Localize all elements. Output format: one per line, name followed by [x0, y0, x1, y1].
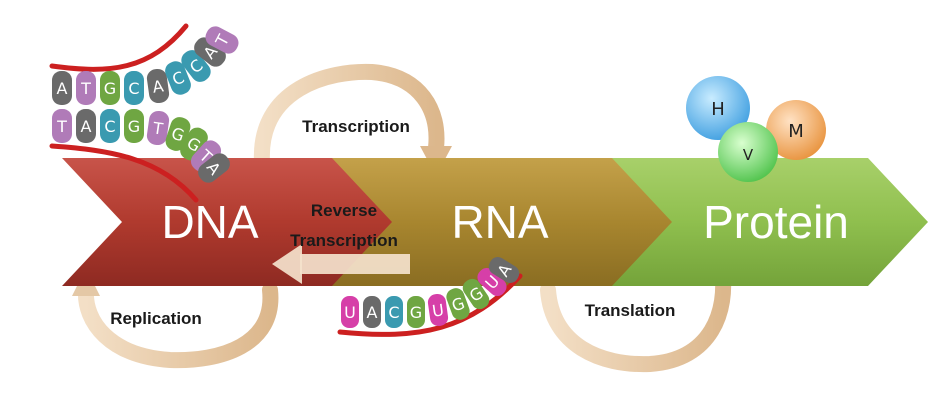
dna-bottom-base-8: A — [198, 153, 230, 183]
dna-bottom-base-2: C — [100, 109, 120, 143]
dna-top-base-1: T — [76, 71, 96, 105]
transcription-label: Transcription — [302, 117, 410, 136]
dna-top-base-8: T — [205, 26, 239, 54]
dna-top-base-4: A — [146, 68, 170, 104]
rna-arrow — [332, 158, 692, 286]
dna-bottom-base-4: T — [146, 110, 170, 146]
dna-bottom-base-0: T — [52, 109, 72, 143]
rna-base-2-letter: C — [388, 303, 399, 322]
dna-top-base-2: G — [100, 71, 120, 105]
dna-top-base-2-letter: G — [104, 79, 116, 98]
molecule-h: H — [686, 76, 750, 140]
molecule-m: M — [766, 100, 826, 160]
molecule-h-label: H — [711, 99, 725, 120]
rna-label: RNA — [451, 196, 548, 248]
dna-bottom-base-1-letter: A — [81, 117, 92, 136]
dna-top-base-6: C — [181, 50, 211, 82]
protein-label: Protein — [703, 196, 849, 248]
reverse-transcription-label-line1: Reverse — [311, 201, 377, 220]
molecule-v-label: V — [743, 146, 754, 164]
dna-bottom-base-2-letter: C — [104, 117, 115, 136]
dna-top-base-0: A — [52, 71, 72, 105]
rna-base-5-letter: G — [449, 293, 467, 315]
dna-bottom-base-1: A — [76, 109, 96, 143]
reverse-transcription-label-line2: Transcription — [290, 231, 398, 250]
rna-base-4: U — [427, 293, 449, 327]
rna-base-5: G — [446, 288, 470, 320]
dna-top-base-3: C — [124, 71, 144, 105]
replication-label: Replication — [110, 309, 202, 328]
dna-bottom-base-4-letter: T — [151, 118, 165, 138]
rna-base-6: G — [462, 278, 490, 310]
rna-base-4-letter: U — [431, 300, 445, 320]
molecule-m-label: M — [788, 121, 804, 142]
dna-bottom-base-3-letter: G — [128, 117, 140, 136]
dna-top-base-4-letter: A — [151, 76, 165, 96]
rna-base-0: U — [341, 296, 359, 328]
rna-base-0-letter: U — [344, 303, 356, 322]
molecule-v: V — [718, 122, 778, 182]
reverse-transcription-arrow — [272, 244, 410, 284]
translation-loop — [540, 262, 732, 373]
dna-top-base-5: C — [165, 61, 191, 95]
dna-bottom-base-3: G — [124, 109, 144, 143]
dna-top-base-3-letter: C — [128, 79, 139, 98]
replication-loop — [77, 282, 279, 369]
rna-base-1-letter: A — [367, 303, 378, 322]
dna-backbone-top — [49, 23, 189, 72]
dna-top-base-1-letter: T — [80, 79, 91, 98]
translation-label: Translation — [585, 301, 676, 320]
rna-base-3-letter: G — [410, 303, 422, 322]
dna-top-base-0-letter: A — [57, 79, 68, 98]
dna-bottom-base-5-letter: G — [169, 124, 187, 146]
rna-base-2: C — [385, 296, 403, 328]
rna-base-8: A — [488, 256, 520, 284]
dna-backbone-bottom — [49, 143, 199, 203]
protein-arrow — [612, 158, 928, 286]
transcription-loop — [253, 63, 445, 170]
rna-base-7: U — [477, 267, 507, 297]
rna-base-3: G — [407, 296, 425, 328]
rna-base-1: A — [363, 296, 381, 328]
dna-label: DNA — [161, 196, 258, 248]
dna-bottom-base-0-letter: T — [56, 117, 67, 136]
